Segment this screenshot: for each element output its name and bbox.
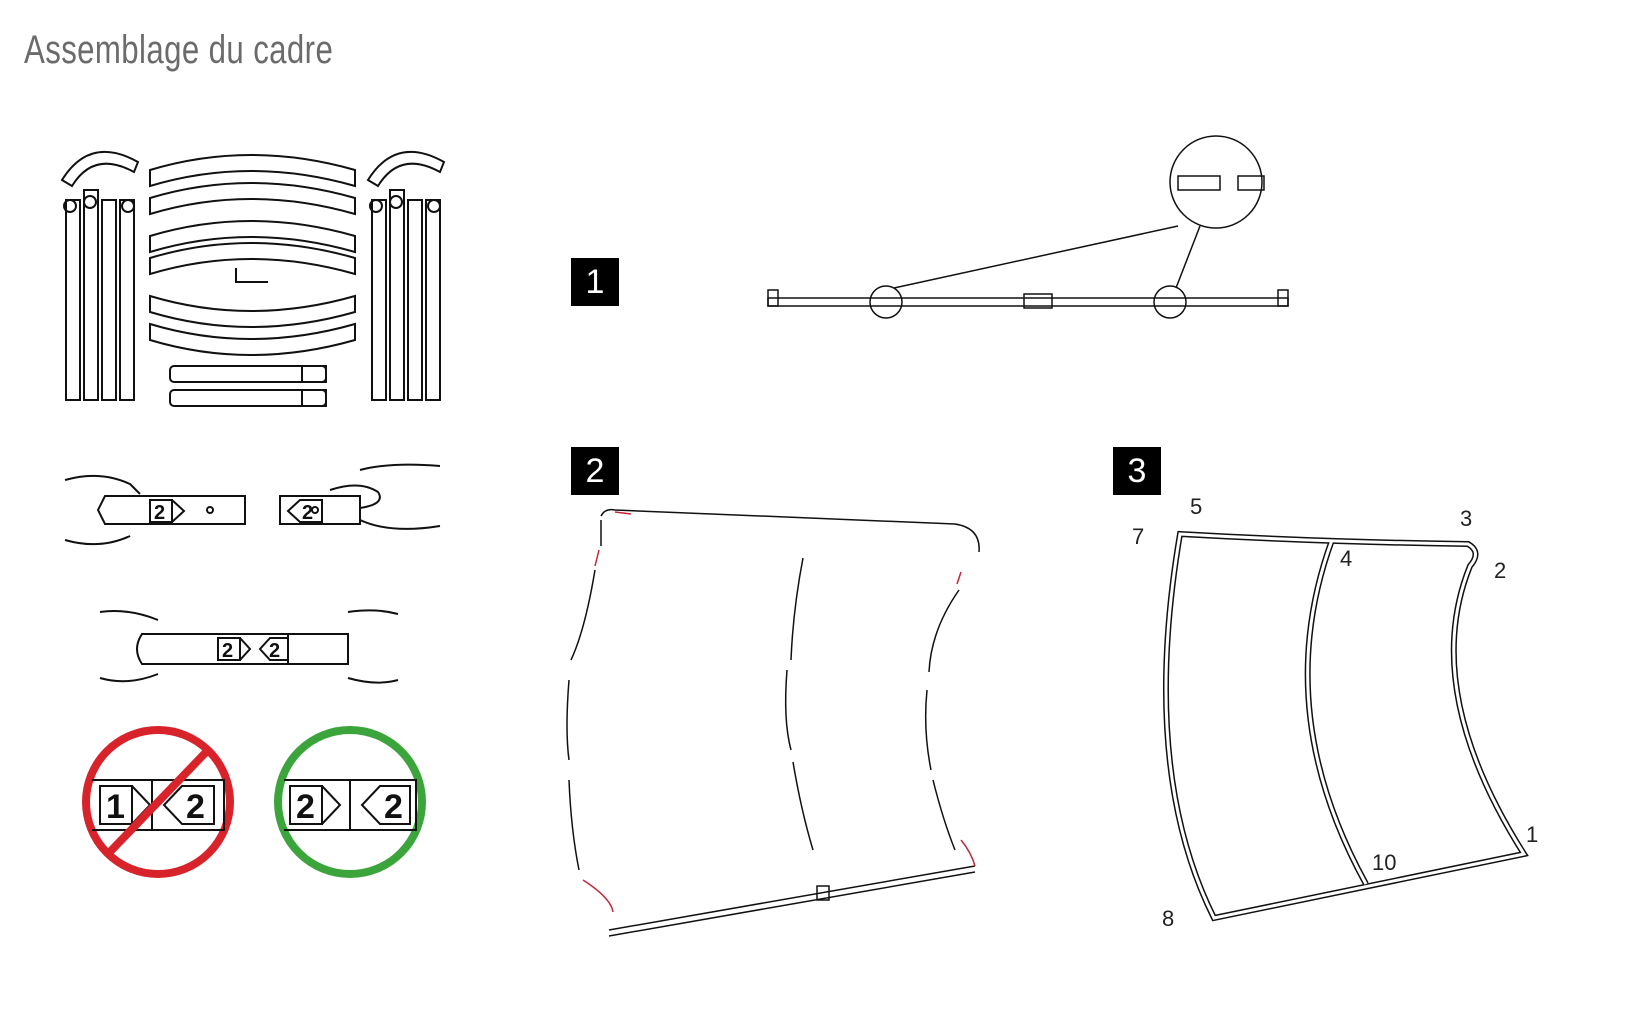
frame-number-8: 8 xyxy=(1162,906,1174,931)
step-2-badge: 2 xyxy=(571,447,619,495)
correct-connection-icon: 2 2 xyxy=(274,726,426,878)
correct-number-2-left: 2 xyxy=(296,788,315,826)
joined-number-2-right: 2 xyxy=(269,640,280,662)
joined-number-2-left: 2 xyxy=(222,640,233,662)
step-2-illustration xyxy=(566,508,980,937)
frame-number-5: 5 xyxy=(1190,494,1202,519)
wrong-number-2: 2 xyxy=(186,788,205,826)
page-title: Assemblage du cadre xyxy=(24,28,334,72)
step-1-illustration xyxy=(767,135,1289,319)
step-3-badge: 3 xyxy=(1113,447,1161,495)
connector-separate-illustration: 2 2 xyxy=(64,463,441,546)
connector-number-2-right: 2 xyxy=(302,502,313,524)
correct-number-2-right: 2 xyxy=(384,788,403,826)
frame-number-4: 4 xyxy=(1340,546,1352,571)
frame-number-7: 7 xyxy=(1132,524,1144,549)
frame-number-1: 1 xyxy=(1526,822,1538,847)
step-1-badge: 1 xyxy=(571,258,619,306)
frame-number-2: 2 xyxy=(1494,558,1506,583)
frame-number-10: 10 xyxy=(1372,850,1396,875)
parts-overview-illustration xyxy=(60,150,446,407)
connector-joined-illustration: 2 2 xyxy=(99,609,399,684)
frame-number-3: 3 xyxy=(1460,506,1472,531)
connector-number-2-left: 2 xyxy=(154,502,165,524)
connector-label-box xyxy=(149,499,173,523)
wrong-number-1: 1 xyxy=(106,788,125,826)
wrong-connection-icon: 1 2 xyxy=(82,726,234,878)
step-3-frame-illustration: 5 7 3 4 2 1 10 8 xyxy=(1132,494,1538,931)
